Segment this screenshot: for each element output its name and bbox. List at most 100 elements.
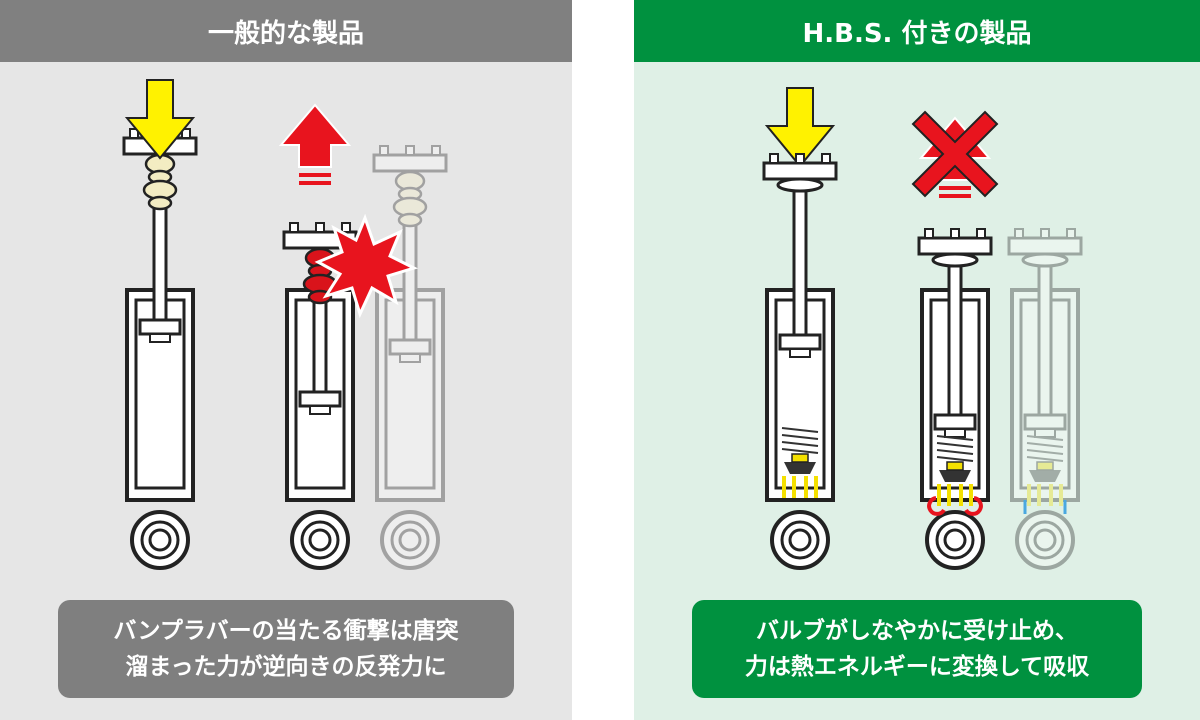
top-mount-plate — [372, 153, 448, 173]
piston-tip — [944, 428, 966, 438]
bump-rubber — [397, 212, 423, 228]
bump-rubber — [394, 170, 426, 192]
rod-seal — [931, 252, 979, 268]
rod-seal — [1021, 252, 1069, 268]
caption-box: バルブがしなやかに受け止め、 力は熱エネルギーに変換して吸収 — [692, 600, 1142, 698]
mount-bolt — [769, 153, 779, 164]
panel-title: H.B.S. 付きの製品 — [634, 0, 1200, 62]
caption-line: バンプラバーの当たる衝撃は唐突 — [113, 618, 459, 644]
shock-absorber-illustration — [122, 79, 1083, 570]
valve-spring — [936, 456, 974, 462]
valve-core — [1036, 461, 1054, 471]
piston-tip — [309, 405, 331, 415]
piston-tip — [1034, 428, 1056, 438]
mounting-eye-hole — [1033, 528, 1057, 552]
rod-seal — [776, 177, 824, 193]
piston-rod — [947, 256, 963, 417]
piston-rod — [402, 173, 418, 342]
shock-absorber — [917, 228, 993, 570]
shock-absorber — [762, 153, 838, 570]
valve-spring — [1026, 435, 1064, 441]
piston-tip — [789, 348, 811, 358]
top-mount-plate — [917, 236, 993, 256]
mount-bolt — [289, 222, 299, 233]
valve-port — [804, 476, 808, 498]
mounting-eye — [380, 510, 440, 570]
cross-icon — [911, 110, 999, 198]
mount-bolt — [821, 153, 831, 164]
cylinder-body — [1010, 288, 1080, 502]
valve-port — [959, 484, 963, 506]
valve-port — [1049, 484, 1053, 506]
valve-core — [791, 453, 809, 463]
piston — [933, 413, 977, 431]
valve-spring — [936, 442, 974, 448]
arrow-up-bar — [939, 186, 971, 190]
valve-spring — [781, 448, 819, 454]
valve-head — [1029, 470, 1061, 482]
caption-line: 力は熱エネルギーに変換して吸収 — [744, 654, 1090, 680]
piston — [388, 338, 432, 356]
mount-bolt — [129, 128, 139, 139]
arrow-up-bar — [299, 173, 331, 177]
mounting-eye-bushing — [390, 520, 430, 560]
mount-bolt — [181, 128, 191, 139]
valve-spring — [1026, 456, 1064, 462]
mount-bolt — [379, 145, 389, 156]
shock-absorber — [1007, 228, 1083, 570]
shock-absorber — [122, 128, 198, 570]
arrow-up-bar — [299, 181, 331, 185]
piston-tip — [149, 333, 171, 343]
valve-port — [937, 484, 941, 506]
valve-port — [1059, 484, 1063, 506]
caption-line: 溜まった力が逆向きの反発力に — [125, 654, 447, 680]
bump-rubber — [147, 195, 173, 211]
oil-flow-arrow-icon — [927, 496, 946, 516]
piston-tip — [399, 353, 421, 363]
shock-absorber — [282, 222, 358, 570]
piston-rod — [792, 181, 808, 337]
impact-burst-icon — [314, 213, 419, 319]
valve-head — [784, 462, 816, 474]
valve-core — [946, 461, 964, 471]
blocked-rebound-icon — [911, 110, 999, 198]
caption-line: バルブがしなやかに受け止め、 — [756, 618, 1078, 644]
inner-tube — [1019, 298, 1071, 490]
mounting-eye-hole — [943, 528, 967, 552]
mount-bolt — [1014, 228, 1024, 239]
mount-bolt — [405, 145, 415, 156]
mounting-eye-hole — [308, 528, 332, 552]
arrow-up-icon — [278, 103, 352, 168]
bump-rubber — [397, 186, 423, 202]
valve-port — [1027, 484, 1031, 506]
valve-spring — [936, 449, 974, 455]
valve-head — [939, 470, 971, 482]
piston — [138, 318, 182, 336]
valve-port — [947, 484, 951, 506]
inner-tube — [384, 298, 436, 490]
valve-spring — [781, 441, 819, 447]
mount-bolt — [1040, 228, 1050, 239]
piston — [1023, 413, 1067, 431]
valve-port — [1037, 484, 1041, 506]
valve-spring — [936, 435, 974, 441]
mount-bolt — [795, 153, 805, 164]
piston — [298, 390, 342, 408]
mount-bolt — [976, 228, 986, 239]
valve-spring — [1026, 442, 1064, 448]
mount-bolt — [924, 228, 934, 239]
valve-spring — [1026, 449, 1064, 455]
panel-title: 一般的な製品 — [0, 0, 572, 62]
arrow-up-bar — [939, 194, 971, 198]
mount-bolt — [431, 145, 441, 156]
arrow-down-icon — [764, 87, 836, 168]
top-mount-plate — [762, 161, 838, 181]
caption-box: バンプラバーの当たる衝撃は唐突 溜まった力が逆向きの反発力に — [58, 600, 514, 698]
valve-port — [969, 484, 973, 506]
mounting-eye-hole — [398, 528, 422, 552]
mount-bolt — [950, 228, 960, 239]
piston — [778, 333, 822, 351]
bump-rubber — [392, 196, 428, 218]
valve-port — [814, 476, 818, 498]
mount-bolt — [341, 222, 351, 233]
